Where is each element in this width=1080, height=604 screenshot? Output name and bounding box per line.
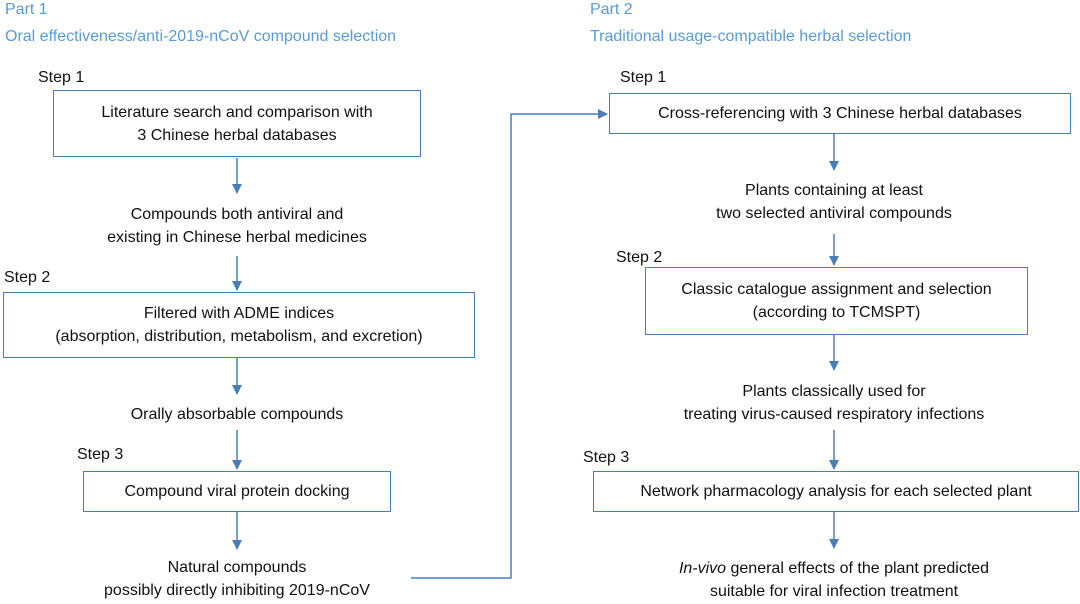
part2-box2-line1: Classic catalogue assignment and selecti… xyxy=(681,281,992,298)
part2-box-classic-catalogue: Classic catalogue assignment and selecti… xyxy=(645,267,1028,335)
part1-step3-label: Step 3 xyxy=(77,446,124,463)
part2-step1-label: Step 1 xyxy=(620,69,667,86)
part2-box-cross-referencing: Cross-referencing with 3 Chinese herbal … xyxy=(609,93,1071,134)
part2-title: Traditional usage-compatible herbal sele… xyxy=(590,28,912,45)
part2-output-plants-classically-used: Plants classically used for treating vir… xyxy=(590,380,1078,426)
part2-label: Part 2 xyxy=(590,1,633,18)
arrow-part1-to-part2 xyxy=(411,109,608,579)
part2-box2-line2: (according to TCMSPT) xyxy=(752,304,921,321)
part1-title: Oral effectiveness/anti-2019-nCoV compou… xyxy=(5,28,397,45)
part2-out1-line1: Plants containing at least xyxy=(745,182,923,199)
part2-box3-line: Network pharmacology analysis for each s… xyxy=(640,483,1032,500)
part2-box-network-pharmacology: Network pharmacology analysis for each s… xyxy=(593,471,1079,512)
part1-box3-line: Compound viral protein docking xyxy=(124,483,350,500)
in-vivo-italic: In-vivo xyxy=(678,560,727,577)
part2-out2-line2: treating virus-caused respiratory infect… xyxy=(683,406,985,423)
part2-box1-line: Cross-referencing with 3 Chinese herbal … xyxy=(658,105,1022,122)
part1-step1-label: Step 1 xyxy=(38,69,85,86)
part1-box1-line2: 3 Chinese herbal databases xyxy=(137,126,337,144)
part1-out2-line: Orally absorbable compounds xyxy=(130,406,344,423)
part1-step2-label: Step 2 xyxy=(4,269,51,286)
part1-box-literature-search: Literature search and comparison with 3 … xyxy=(53,90,421,157)
part1-label: Part 1 xyxy=(5,1,48,18)
part2-step3-label: Step 3 xyxy=(583,449,630,466)
part2-output-plants-containing: Plants containing at least two selected … xyxy=(590,179,1078,225)
part1-box2-line2: (absorption, distribution, metabolism, a… xyxy=(55,328,423,345)
part2-out2-line1: Plants classically used for xyxy=(742,383,926,400)
part1-box-adme-filter: Filtered with ADME indices (absorption, … xyxy=(3,292,475,358)
part1-box-protein-docking: Compound viral protein docking xyxy=(83,471,391,512)
part1-output-antiviral-compounds: Compounds both antiviral and existing in… xyxy=(0,203,474,249)
part1-output-orally-absorbable: Orally absorbable compounds xyxy=(0,403,474,426)
part2-step2-label: Step 2 xyxy=(616,249,663,266)
part1-out3-line2: possibly directly inhibiting 2019-nCoV xyxy=(104,582,370,599)
part1-out1-line1: Compounds both antiviral and xyxy=(130,206,344,223)
part1-out1-line2: existing in Chinese herbal medicines xyxy=(107,229,367,246)
part2-out3-line1-rest: general effects of the plant predicted xyxy=(726,560,990,577)
part1-output-natural-compounds: Natural compounds possibly directly inhi… xyxy=(0,556,474,602)
part2-out3-line1: In-vivo general effects of the plant pre… xyxy=(590,557,1078,580)
part1-out3-line1: Natural compounds xyxy=(167,559,307,576)
part2-out1-line2: two selected antiviral compounds xyxy=(716,205,952,222)
part2-output-in-vivo-effects: In-vivo general effects of the plant pre… xyxy=(590,557,1078,603)
part2-out3-line2: suitable for viral infection treatment xyxy=(709,583,959,600)
part1-box2-line1: Filtered with ADME indices xyxy=(143,305,335,322)
part1-box1-line1: Literature search and comparison with xyxy=(101,103,373,121)
